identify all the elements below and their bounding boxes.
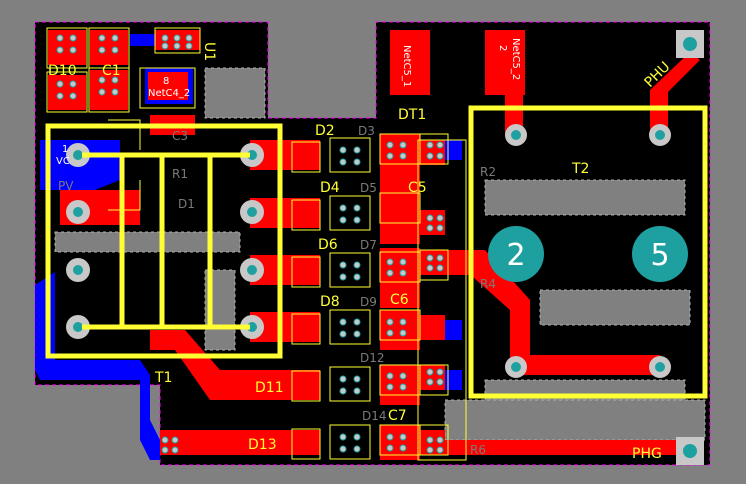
label-netc4-pin: 8	[163, 76, 169, 87]
label-netc5-1: NetC5_1	[401, 45, 412, 87]
label-d1: D1	[178, 197, 195, 211]
top-copper	[48, 30, 700, 460]
label-u1: U1	[201, 42, 217, 61]
label-vc: VC	[56, 156, 70, 167]
label-t2: T2	[571, 161, 589, 177]
t2-terminals: 2 5	[488, 226, 688, 282]
label-c1: C1	[102, 63, 121, 79]
label-d9: D9	[360, 295, 377, 309]
t1-outline	[45, 123, 283, 359]
label-netc4-2: NetC4_2	[148, 88, 190, 99]
label-netc5-2: NetC5_2	[510, 38, 521, 80]
label-dt1: DT1	[398, 107, 426, 123]
label-d11: D11	[255, 380, 284, 396]
label-d7: D7	[360, 238, 377, 252]
label-d2: D2	[315, 123, 335, 139]
t2-pin-left-label: 2	[506, 238, 525, 273]
label-pv: PV	[58, 179, 74, 193]
label-d8: D8	[320, 294, 340, 310]
label-r4: R4	[480, 277, 496, 291]
smd-pads	[46, 27, 449, 460]
label-d6: D6	[318, 237, 338, 253]
label-d5: D5	[360, 181, 377, 195]
via-clusters	[56, 34, 444, 454]
label-vc-pin: 1	[62, 144, 68, 155]
label-d13: D13	[248, 437, 277, 453]
label-d10: D10	[48, 63, 77, 79]
t2-pin-right-label: 5	[650, 238, 669, 273]
silkscreen-thin	[108, 119, 467, 461]
label-netc5-2-pin: 2	[497, 45, 508, 51]
label-c5: C5	[408, 180, 427, 196]
label-d12: D12	[360, 351, 385, 365]
label-d3: D3	[358, 124, 375, 138]
label-r1: R1	[172, 167, 188, 181]
label-c6: C6	[390, 292, 409, 308]
label-r2: R2	[480, 165, 496, 179]
label-t1: T1	[154, 370, 172, 386]
through-hole-pads	[66, 30, 704, 465]
t2-outline	[468, 105, 708, 399]
silkscreen-outlines	[45, 105, 708, 399]
label-d4: D4	[320, 180, 340, 196]
label-c7: C7	[388, 408, 407, 424]
label-phg: PHG	[632, 446, 662, 462]
label-d14: D14	[362, 409, 387, 423]
label-c3: C3	[172, 129, 188, 143]
label-r6: R6	[470, 443, 486, 457]
